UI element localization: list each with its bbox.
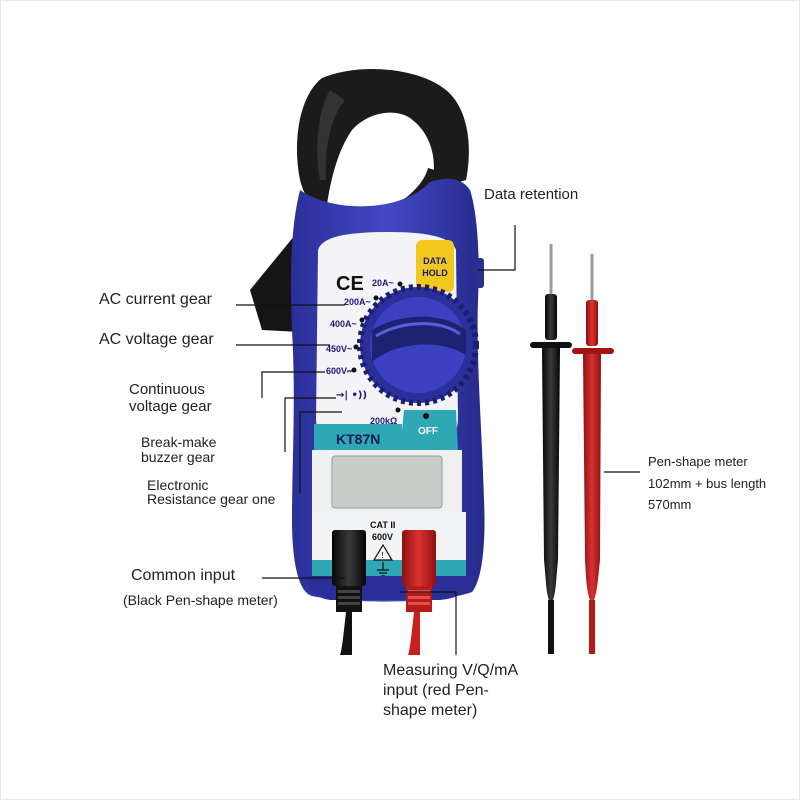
model-band — [314, 424, 402, 452]
label-pen-shape-3: 570mm — [648, 497, 692, 512]
label-ac-voltage-gear: AC voltage gear — [99, 331, 214, 348]
leader-resistance — [299, 411, 342, 494]
ground-icon — [377, 562, 389, 577]
dial-pos-600v: 600V⎓ — [326, 366, 355, 376]
data-hold-button[interactable] — [416, 240, 454, 292]
label-resistance-1: Electronic — [147, 477, 209, 493]
model-name: KT87N — [336, 431, 380, 447]
label-measuring-input-3: shape meter) — [383, 702, 478, 719]
warning-mark: ! — [381, 551, 384, 560]
warning-triangle-icon — [372, 543, 394, 561]
dial-dot — [395, 407, 401, 413]
lcd-screen — [331, 455, 443, 509]
label-measuring-input-1: Measuring V/Q/mA — [383, 662, 519, 679]
dial-dot — [397, 281, 403, 287]
label-buzzer-1: Break-make — [141, 434, 217, 450]
leader-data-retention — [478, 225, 516, 271]
label-resistance-2: Resistance gear one — [147, 491, 276, 507]
leader-buzzer — [284, 397, 336, 452]
clamp-meter: DATA HOLD CE 20A~ 200A~ 400A~ 450V~ 600V… — [250, 68, 485, 602]
dial-pos-20a: 20A~ — [372, 278, 394, 288]
dial-dot — [351, 367, 357, 373]
dial-pos-450v: 450V~ — [326, 344, 352, 354]
leader-measuring-input — [400, 591, 457, 655]
ce-mark: CE — [336, 273, 364, 295]
plugged-black-probe — [332, 530, 366, 655]
label-common-input: Common input — [131, 567, 236, 584]
black-test-probe — [530, 244, 572, 654]
label-pen-shape-1: Pen-shape meter — [648, 454, 748, 469]
label-continuous-voltage-2: voltage gear — [129, 398, 212, 415]
plugged-red-probe — [402, 530, 436, 655]
leader-continuous-voltage — [261, 371, 325, 398]
label-data-retention: Data retention — [484, 186, 579, 203]
clamp-jaw-highlight — [317, 90, 345, 180]
off-label: OFF — [418, 426, 438, 437]
data-hold-text-1: DATA — [423, 256, 447, 266]
dial-pos-200a: 200A~ — [344, 297, 371, 307]
label-common-input-sub: (Black Pen-shape meter) — [123, 592, 278, 608]
dial-dot — [359, 317, 365, 323]
side-hold-slider[interactable] — [474, 258, 484, 288]
dial-pos-200k: 200kΩ — [370, 416, 397, 426]
off-dot — [423, 413, 429, 419]
data-hold-text-2: HOLD — [422, 268, 448, 278]
cat-text-1: CAT II — [370, 520, 395, 530]
leader-lines — [236, 225, 640, 655]
label-buzzer-2: buzzer gear — [141, 449, 215, 465]
body-bottom — [306, 576, 474, 600]
off-band — [400, 410, 458, 452]
dial-dot — [373, 295, 379, 301]
cat-text-2: 600V — [372, 532, 393, 542]
red-test-probe — [572, 254, 614, 654]
label-continuous-voltage-1: Continuous — [129, 381, 205, 398]
label-measuring-input-2: input (red Pen- — [383, 682, 489, 699]
label-pen-shape-2: 102mm + bus length — [648, 476, 767, 491]
dial-pos-400a: 400A~ — [330, 319, 357, 329]
label-ac-current-gear: AC current gear — [99, 291, 212, 308]
rotary-dial[interactable] — [357, 284, 479, 406]
diode-buzzer-symbol: →| •)) — [336, 390, 367, 401]
